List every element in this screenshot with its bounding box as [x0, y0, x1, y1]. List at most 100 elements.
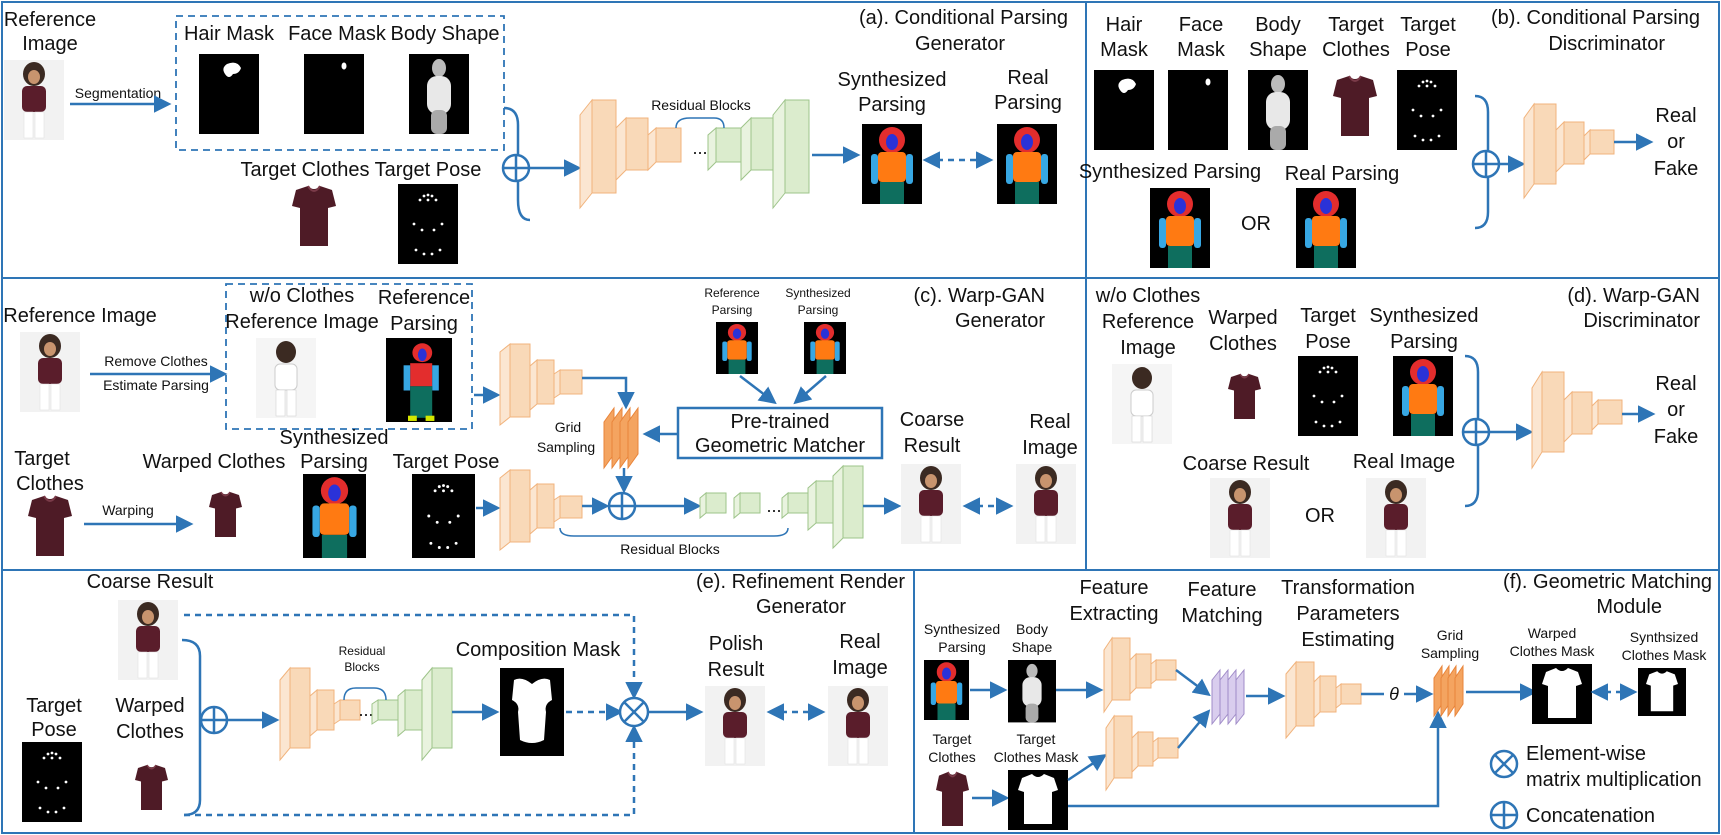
c-synth-parsing-label-2: Parsing: [300, 451, 368, 473]
a-hair-mask-image: [199, 54, 259, 134]
f-synth-label: Synthesized: [924, 621, 1000, 637]
c-ref-parsing-image: [386, 338, 452, 422]
d-warped-label: Warped: [1208, 307, 1277, 329]
a-target-pose-label: Target Pose: [375, 159, 482, 181]
c-clothes-encoder-top: [499, 342, 583, 427]
c-estimate-parsing-label: Estimate Parsing: [103, 377, 209, 393]
f-feature-matching-block: [1211, 668, 1245, 726]
c-ref-parsing-label: Reference: [378, 287, 470, 309]
panel-e: Coarse Result Target Pose Warped Clothes…: [22, 571, 889, 822]
c-reference-image: [19, 331, 81, 413]
c-small-syn-label: Synthesized: [785, 286, 850, 300]
c-person-encoder-bottom: [499, 468, 583, 552]
b-tpose-label-2: Pose: [1405, 39, 1451, 61]
f-synth-parsing-image: [924, 660, 969, 720]
f-synth-mask-label-2: Clothes Mask: [1622, 647, 1708, 663]
b-or2-label: or: [1667, 131, 1685, 153]
c-warped-clothes-image: [208, 491, 243, 538]
f-body-label-2: Shape: [1012, 639, 1053, 655]
e-target-pose-label-2: Pose: [31, 719, 77, 741]
a-target-clothes-image: [291, 185, 337, 247]
panel-b-title-2: Discriminator: [1548, 33, 1665, 55]
a-reference-label-2: Image: [22, 33, 78, 55]
f-trans-label-2: Parameters: [1296, 603, 1399, 625]
b-body-shape-image: [1248, 70, 1308, 150]
svg-text:...: ...: [766, 496, 781, 516]
c-grid-label: Grid: [555, 419, 581, 435]
d-tpose-label-2: Pose: [1305, 331, 1351, 353]
a-real-parsing-image: [997, 124, 1057, 204]
f-synth-label-2: Parsing: [938, 639, 985, 655]
c-small-ref-label-2: Parsing: [712, 303, 753, 317]
f-target-clothes-mask-image: [1008, 770, 1068, 830]
e-target-pose-label: Target: [26, 695, 82, 717]
e-polish-label-2: Result: [708, 659, 765, 681]
e-residual-label: Residual: [339, 644, 386, 658]
d-target-pose-image: [1298, 356, 1358, 436]
legend-concat-label: Concatenation: [1526, 805, 1655, 827]
d-or2-label: or: [1667, 399, 1685, 421]
b-tclothes-label: Target: [1328, 14, 1384, 36]
a-real-parsing-label-2: Parsing: [994, 92, 1062, 114]
a-reference-image: [3, 59, 65, 141]
a-face-mask-image: [304, 54, 364, 134]
c-matcher-label: Pre-trained: [731, 411, 830, 433]
c-grid-sampling-block: [603, 406, 639, 470]
c-real-label: Real: [1029, 411, 1070, 433]
d-synth-label: Synthesized: [1370, 305, 1479, 327]
b-face-label-2: Mask: [1177, 39, 1226, 61]
f-theta-label: θ: [1389, 684, 1399, 704]
panel-b-title: (b). Conditional Parsing: [1491, 7, 1700, 29]
c-coarse-result-image: [900, 463, 962, 545]
b-fake-label: Fake: [1654, 158, 1698, 180]
c-synth-parsing-label: Synthesized: [280, 427, 389, 449]
c-target-clothes-image: [27, 495, 73, 557]
a-target-clothes-label: Target Clothes: [241, 159, 370, 181]
d-coarse-result-image: [1209, 477, 1271, 559]
d-real-label: Real: [1655, 373, 1696, 395]
e-refinement-generator: ...: [279, 666, 453, 762]
panel-c-title-2: Generator: [955, 310, 1045, 332]
c-target-clothes-label: Target: [14, 448, 70, 470]
d-real-image-label: Real Image: [1353, 451, 1455, 473]
f-grid-label: Grid: [1437, 627, 1463, 643]
panel-c: Reference Image Remove Clothes Estimate …: [3, 283, 1078, 558]
c-small-ref-parsing-image: [716, 322, 758, 374]
b-real-parsing-label: Real Parsing: [1285, 163, 1400, 185]
legend-elementwise-label: Element-wise: [1526, 743, 1646, 765]
b-real-parsing-image: [1296, 188, 1356, 268]
c-synth-parsing-image: [303, 474, 366, 558]
c-small-syn-label-2: Parsing: [798, 303, 839, 317]
d-discriminator-network: [1531, 370, 1623, 470]
e-real-label: Real: [839, 631, 880, 653]
panel-c-title: (c). Warp-GAN: [914, 285, 1045, 307]
c-small-ref-label: Reference: [704, 286, 760, 300]
svg-text:...: ...: [692, 138, 707, 158]
f-body-shape-image: [1008, 660, 1056, 723]
c-target-pose-label: Target Pose: [393, 451, 500, 473]
d-wo-label: w/o Clothes: [1095, 285, 1201, 307]
c-geometric-matcher-box: [676, 406, 884, 460]
d-wo-label-2: Reference: [1102, 311, 1194, 333]
a-target-pose-image: [398, 184, 458, 264]
f-feat-match-label: Feature: [1188, 579, 1257, 601]
f-body-label: Body: [1016, 621, 1048, 637]
c-grid-label-2: Sampling: [537, 439, 595, 455]
f-warped-clothes-mask-image: [1532, 664, 1592, 724]
a-residual-blocks-label: Residual Blocks: [651, 97, 751, 113]
a-body-shape-image: [409, 54, 469, 134]
a-reference-label: Reference: [4, 9, 96, 31]
d-coarse-label: Coarse Result: [1183, 453, 1310, 475]
c-reference-image-label: Reference Image: [3, 305, 156, 327]
panel-d-title-2: Discriminator: [1583, 310, 1700, 332]
panel-e-title-2: Generator: [756, 596, 846, 618]
c-wo-clothes-label-2: Reference Image: [225, 311, 378, 333]
e-real-image: [827, 685, 889, 767]
f-tmask-label-2: Clothes Mask: [994, 749, 1080, 765]
panel-d: w/o Clothes Reference Image Warped Cloth…: [1095, 285, 1698, 559]
e-composition-mask-label: Composition Mask: [456, 639, 622, 661]
f-tclothes-label: Target: [933, 731, 972, 747]
d-synth-parsing-image: [1393, 356, 1453, 436]
f-trans-label-3: Estimating: [1301, 629, 1394, 651]
b-hair-label-2: Mask: [1100, 39, 1149, 61]
